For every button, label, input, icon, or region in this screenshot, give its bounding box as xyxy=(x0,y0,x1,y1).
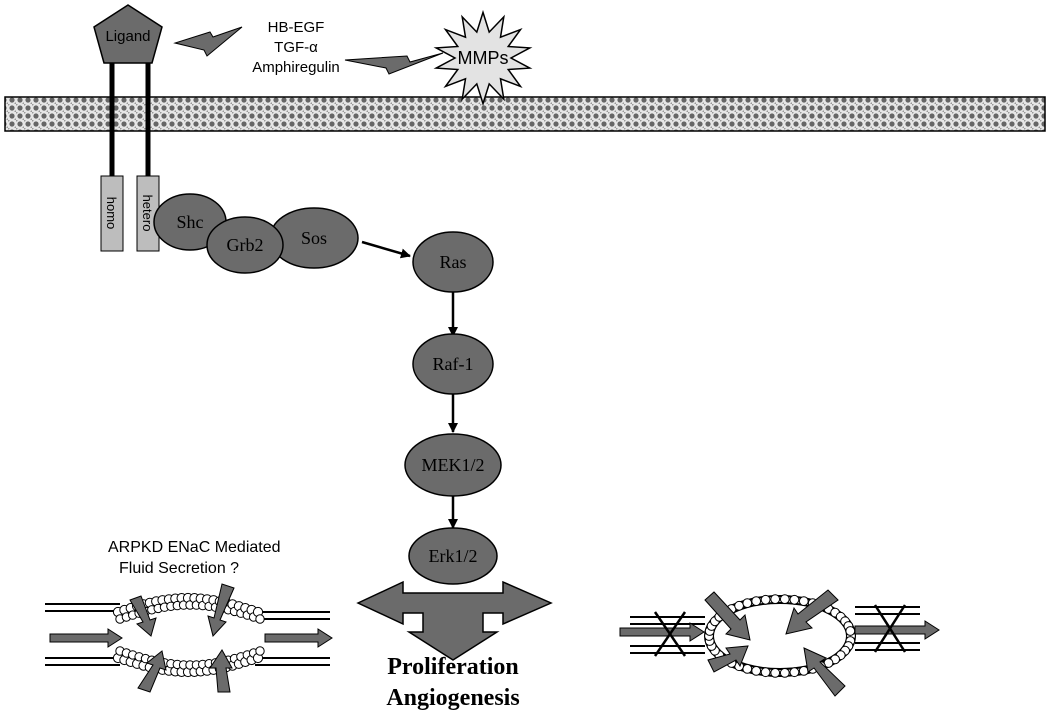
ligand-label: Ligand xyxy=(105,28,150,45)
epithelial-cell xyxy=(779,668,790,678)
question-line-1: ARPKD ENaC Mediated xyxy=(108,539,281,556)
epithelial-cell xyxy=(751,596,762,606)
right-flow-arrow-out xyxy=(854,620,940,640)
epithelial-cell xyxy=(845,626,856,636)
epithelial-cell xyxy=(798,596,809,606)
ligand-node: Ligand xyxy=(93,4,163,64)
raf1-node: Raf-1 xyxy=(412,333,494,395)
epithelial-cell xyxy=(789,667,800,678)
mek-node: MEK1/2 xyxy=(404,433,502,497)
left-secretion-arrow xyxy=(137,650,167,693)
three-way-arrow xyxy=(356,580,553,661)
mmps-starburst: MMPs xyxy=(433,9,533,107)
sos-node: Sos xyxy=(269,207,359,269)
left-epithelium-bottom xyxy=(112,646,265,678)
mek-label: MEK1/2 xyxy=(422,455,485,475)
homo-receptor-box: homo xyxy=(100,175,124,252)
growth-factor-tgf-alpha: TGF-α xyxy=(274,39,318,56)
right-secretion-arrow xyxy=(785,589,839,635)
ras-node: Ras xyxy=(412,231,494,293)
proliferation-label: Proliferation xyxy=(387,654,519,680)
growth-factor-hb-egf: HB-EGF xyxy=(268,19,325,36)
epithelial-cell xyxy=(742,664,753,674)
left-tubule xyxy=(45,583,333,693)
sos-to-ras-arrow xyxy=(361,240,411,259)
grb2-label: Grb2 xyxy=(227,235,264,255)
left-flow-arrow-out xyxy=(264,628,333,648)
right-secretion-arrow xyxy=(803,647,846,697)
epithelial-cell xyxy=(770,594,781,604)
epithelial-cell xyxy=(734,600,744,611)
right-secretion-arrow xyxy=(707,645,749,673)
epithelial-cell xyxy=(779,594,790,604)
homo-receptor-label: homo xyxy=(104,197,119,230)
blocked-x-icon xyxy=(873,604,907,653)
epithelial-cell xyxy=(789,594,800,605)
lightning-bolt-icon xyxy=(344,52,444,75)
right-secretion-arrow xyxy=(704,591,751,641)
left-secretion-arrow xyxy=(129,595,157,637)
hetero-receptor-label: hetero xyxy=(140,195,155,232)
left-flow-arrow-in xyxy=(49,628,123,648)
question-line-2: Fluid Secretion ? xyxy=(119,560,239,577)
right-cyst xyxy=(619,589,940,697)
left-secretion-arrow xyxy=(207,583,235,638)
erk-label: Erk1/2 xyxy=(429,546,478,566)
sos-label: Sos xyxy=(301,228,327,248)
epithelial-cell xyxy=(255,646,265,656)
epithelial-cell xyxy=(255,614,265,624)
erk-node: Erk1/2 xyxy=(408,527,498,585)
mmps-label: MMPs xyxy=(458,48,509,68)
ras-label: Ras xyxy=(440,252,467,272)
epithelial-cell xyxy=(760,667,771,678)
growth-factor-amphiregulin: Amphiregulin xyxy=(252,59,340,76)
lightning-bolt-icon xyxy=(173,26,243,57)
epithelial-cell xyxy=(742,598,753,608)
left-secretion-arrow xyxy=(209,649,233,693)
shc-label: Shc xyxy=(177,212,204,232)
epithelial-cell xyxy=(751,666,762,676)
angiogenesis-label: Angiogenesis xyxy=(386,685,519,711)
blocked-x-icon xyxy=(653,611,687,657)
right-flow-arrow-in xyxy=(619,622,705,642)
epithelial-cell xyxy=(770,668,781,678)
epithelial-cell xyxy=(760,594,771,605)
shc-node: Shc xyxy=(153,193,227,251)
raf1-label: Raf-1 xyxy=(433,354,474,374)
cell-membrane xyxy=(4,96,1046,132)
grb2-node: Grb2 xyxy=(206,216,284,274)
